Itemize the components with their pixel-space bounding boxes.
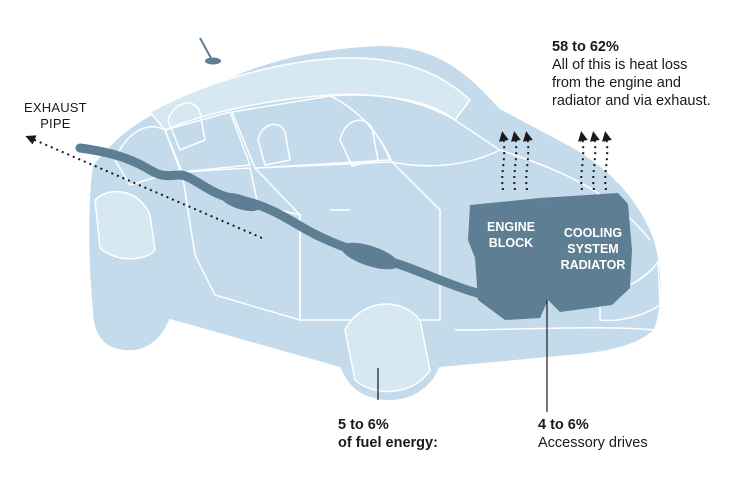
exhaust-label-line2: PIPE bbox=[40, 116, 71, 132]
rear-wheel bbox=[94, 190, 156, 260]
heat-loss-annotation: 58 to 62% All of this is heat loss from … bbox=[552, 38, 747, 111]
antenna bbox=[199, 37, 213, 61]
heat-arrow-3 bbox=[522, 131, 533, 191]
engine-block-label: ENGINE BLOCK bbox=[473, 219, 549, 251]
accessory-value: 4 to 6% bbox=[538, 417, 589, 433]
front-door bbox=[253, 161, 441, 321]
fuel-energy-value: 5 to 6% bbox=[338, 417, 389, 433]
hood bbox=[499, 149, 651, 241]
engine-label-line2: BLOCK bbox=[488, 236, 534, 250]
exhaust-flow-arrow bbox=[25, 135, 263, 239]
front-wheel bbox=[344, 303, 431, 393]
radiator-label-line3: RADIATOR bbox=[560, 258, 626, 272]
front-seat bbox=[339, 119, 379, 167]
heat-loss-line3: radiator and via exhaust. bbox=[552, 93, 711, 110]
resonator bbox=[220, 192, 260, 212]
accessory-label: Accessory drives bbox=[538, 435, 648, 452]
heat-loss-line2: from the engine and bbox=[552, 75, 681, 92]
heat-arrow-2 bbox=[510, 131, 521, 191]
heat-loss-value: 58 to 62% bbox=[552, 39, 619, 55]
front-bumper bbox=[454, 327, 656, 331]
exhaust-pipe-label: EXHAUST PIPE bbox=[24, 100, 87, 133]
heat-arrow-6 bbox=[601, 131, 612, 191]
side-window-rear bbox=[163, 111, 252, 173]
cooling-system-radiator bbox=[540, 193, 632, 312]
engine-block bbox=[468, 198, 548, 320]
engine-label-line1: ENGINE bbox=[487, 220, 535, 234]
antenna-base bbox=[205, 57, 221, 65]
roof-panel bbox=[148, 57, 472, 131]
heat-arrow-4 bbox=[577, 131, 588, 191]
heat-loss-arrows-engine bbox=[498, 131, 533, 191]
middle-seat bbox=[257, 123, 291, 166]
radiator-label: COOLING SYSTEM RADIATOR bbox=[548, 225, 638, 273]
fuel-energy-annotation: 5 to 6% of fuel energy: bbox=[338, 416, 438, 452]
radiator-label-line2: SYSTEM bbox=[567, 242, 619, 256]
heat-loss-line1: All of this is heat loss bbox=[552, 57, 688, 74]
muffler bbox=[341, 242, 399, 270]
heat-loss-arrows-radiator bbox=[577, 131, 612, 191]
radiator-label-line1: COOLING bbox=[563, 226, 623, 240]
heat-arrow-1 bbox=[498, 131, 509, 191]
accessory-drives-annotation: 4 to 6% Accessory drives bbox=[538, 416, 648, 452]
fuel-energy-label: of fuel energy: bbox=[338, 435, 438, 452]
rear-seat bbox=[167, 102, 206, 151]
exhaust-label-line1: EXHAUST bbox=[24, 100, 87, 115]
heat-arrow-5 bbox=[589, 131, 600, 191]
exhaust-pipe bbox=[75, 143, 515, 305]
